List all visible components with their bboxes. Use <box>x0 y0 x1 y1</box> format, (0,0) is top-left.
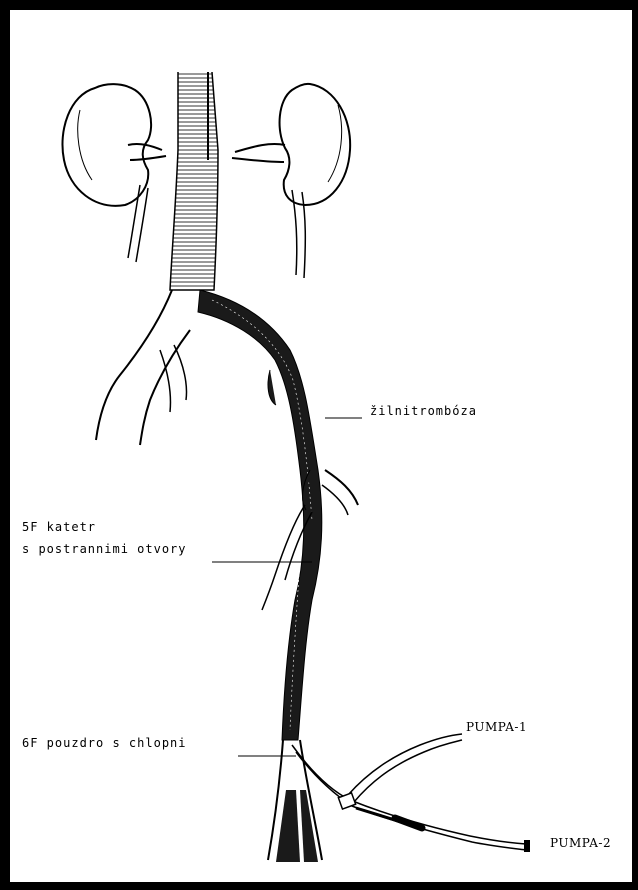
femoral-vein <box>268 740 322 862</box>
label-sheath: 6F pouzdro s chlopni <box>22 736 187 750</box>
thrombosed-vein <box>198 290 358 740</box>
inferior-vena-cava <box>170 72 218 290</box>
label-thrombosis: žilnitrombóza <box>370 404 477 418</box>
label-pump2: PUMPA-2 <box>550 836 611 850</box>
label-pump1: PUMPA-1 <box>466 720 527 734</box>
label-catheter-line1: 5F katetr <box>22 520 96 534</box>
tubing <box>292 734 530 852</box>
right-kidney <box>232 84 350 205</box>
iliac-veins <box>96 290 190 445</box>
left-kidney <box>62 84 166 206</box>
label-catheter-line2: s postrannimi otvory <box>22 542 187 556</box>
